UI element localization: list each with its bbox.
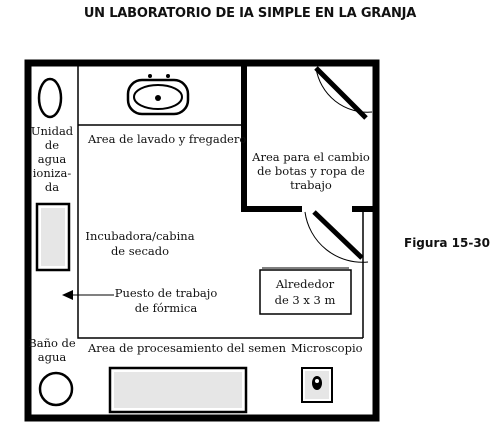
dimensions-line: Alrededor (275, 277, 335, 291)
faucet-right (166, 74, 170, 78)
microscope-bench (301, 367, 333, 403)
water-unit-line: ioniza- (33, 166, 72, 180)
workstation-line: Puesto de trabajo (115, 286, 218, 300)
microscope-lens (315, 379, 319, 383)
water-unit-label: Unidad de agua ioniza- da (31, 124, 74, 194)
water-bath-line: Baño de (28, 336, 76, 350)
water-unit-line: agua (38, 152, 67, 166)
boot-area-line: trabajo (290, 178, 332, 192)
door-top (314, 66, 368, 120)
incubator-line: Incubadora/cabina (85, 229, 194, 243)
door-middle-swing (304, 211, 369, 263)
dimensions-box (259, 269, 352, 315)
processing-bench (108, 366, 248, 414)
inner-room-outline (77, 66, 240, 339)
workstation-line: de fórmica (135, 301, 198, 315)
faucet-left (148, 74, 152, 78)
figure-caption: Figura 15-30 (404, 236, 491, 250)
boot-area-line: Area para el cambio (251, 150, 370, 164)
water-unit-line: de (45, 138, 59, 152)
workstation-arrow-head (62, 290, 73, 300)
water-bath (38, 371, 74, 407)
microscope-label: Microscopio (291, 341, 363, 355)
processing-bench-inner (114, 372, 242, 408)
sink-counter (126, 78, 190, 116)
semen-area-label: Area de procesamiento del semen (87, 341, 287, 355)
water-unit-line: Unidad (31, 124, 74, 138)
door-middle (312, 210, 364, 260)
washing-area-label: Area de lavado y fregadero (87, 132, 246, 146)
water-unit-line: da (45, 180, 59, 194)
outer-wall (24, 59, 380, 422)
water-bath-line: agua (38, 350, 67, 364)
sink-basin (133, 84, 183, 110)
incubator-cabinet (35, 202, 71, 272)
sink-drain (155, 95, 161, 101)
boot-area-line: de botas y ropa de (257, 164, 365, 178)
door-top-swing (315, 67, 373, 113)
incubator-line: de secado (111, 244, 169, 258)
water-unit-tank (37, 77, 63, 119)
dimensions-line: de 3 x 3 m (275, 293, 336, 307)
incubator-cabinet-inner (41, 208, 65, 266)
page-title: UN LABORATORIO DE IA SIMPLE EN LA GRANJA (83, 6, 417, 21)
